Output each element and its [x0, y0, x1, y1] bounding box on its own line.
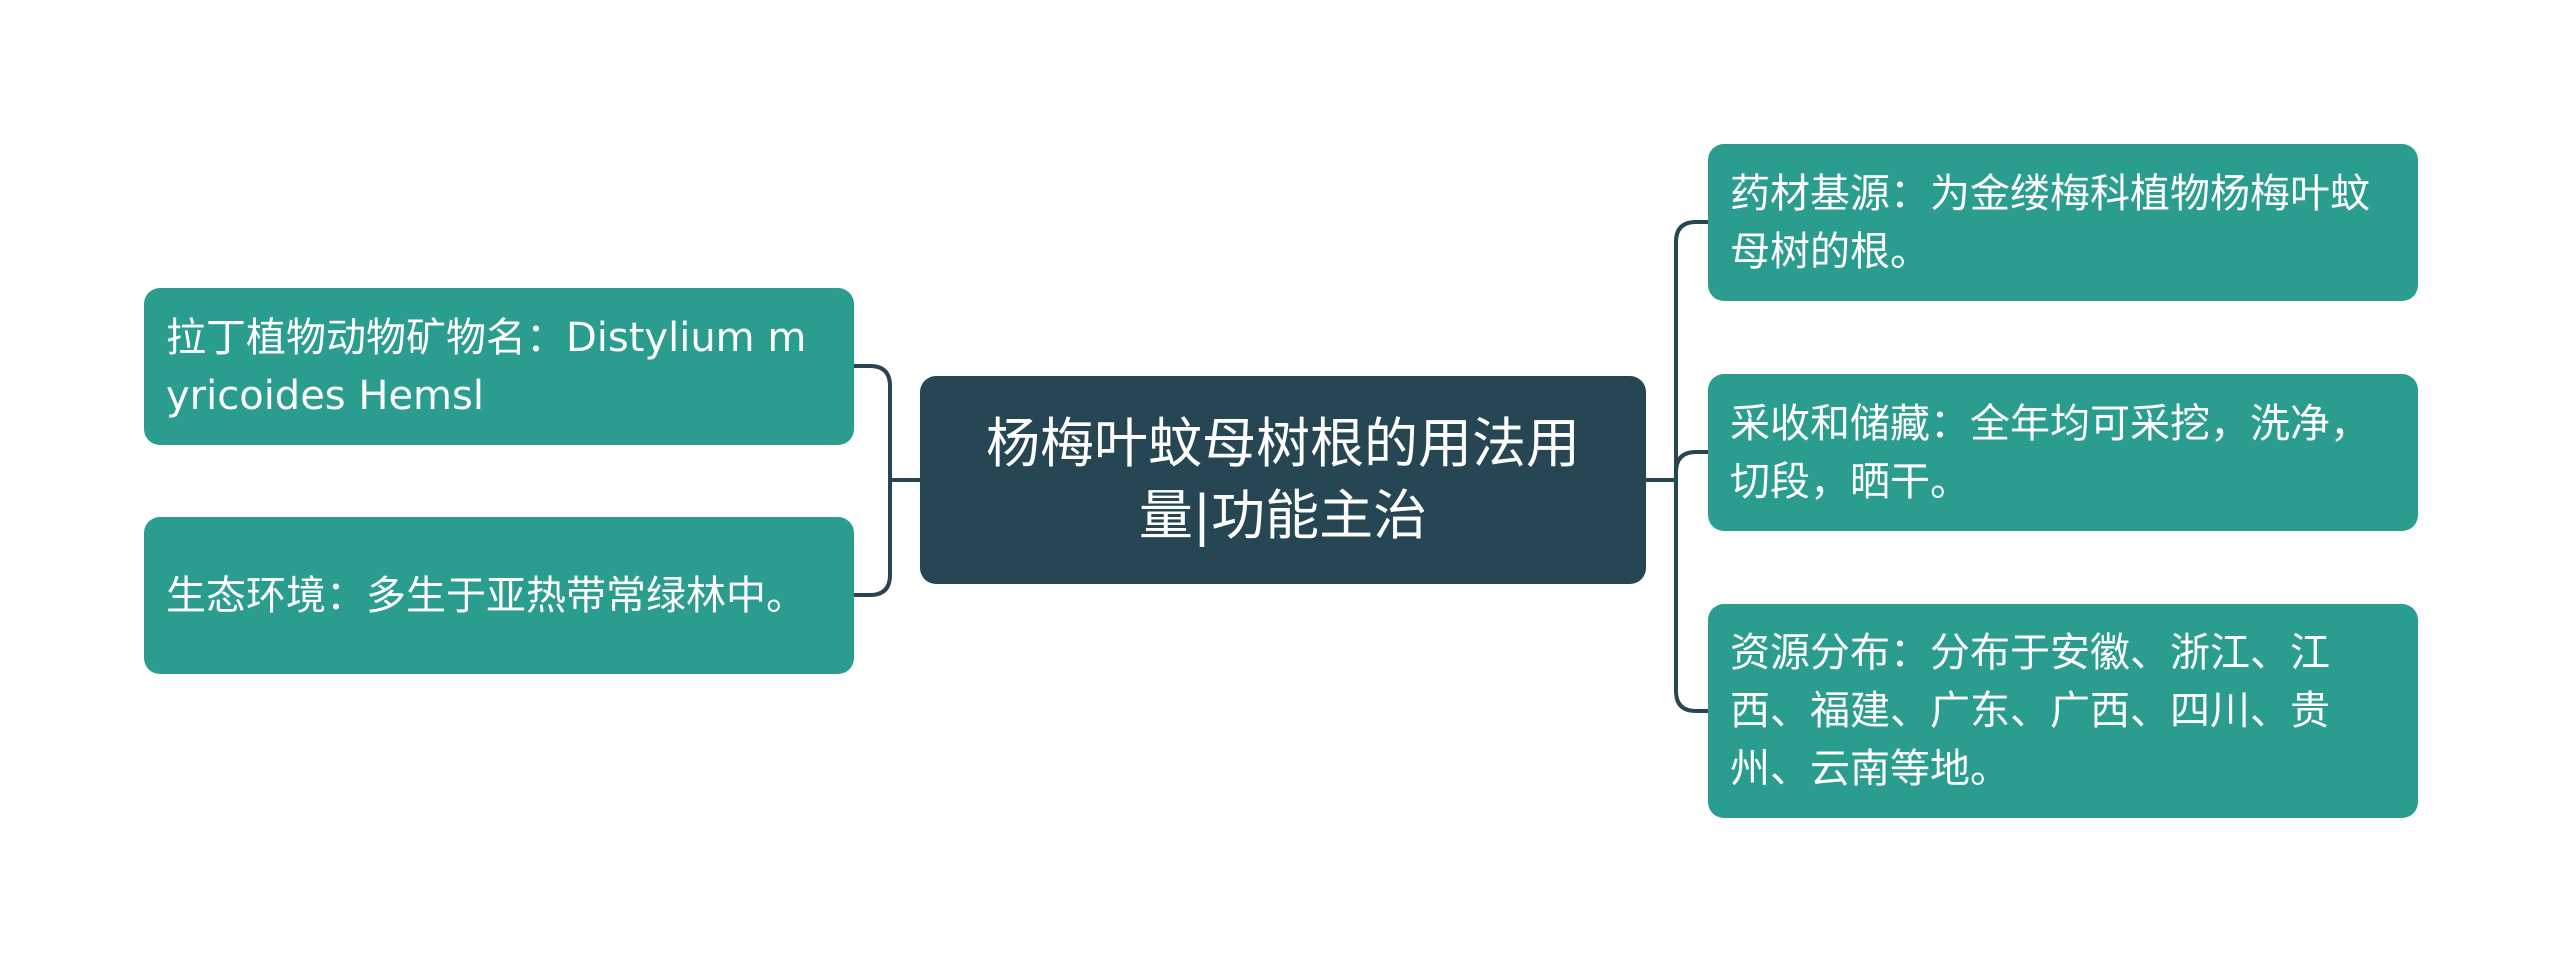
connector-right-branch-1	[1674, 220, 1710, 482]
connector-right-branch-3	[1674, 478, 1710, 713]
left-topic-habitat[interactable]: 生态环境：多生于亚热带常绿林中。	[144, 517, 854, 674]
connector-right-branch-2	[1674, 450, 1710, 482]
right-topic-harvest[interactable]: 采收和储藏：全年均可采挖，洗净，切段，晒干。	[1708, 374, 2418, 531]
right-topic-harvest-label: 采收和储藏：全年均可采挖，洗净，切段，晒干。	[1730, 400, 2370, 505]
left-topic-latin-name-label: 拉丁植物动物矿物名：Distylium myricoides Hemsl	[166, 314, 807, 419]
right-topic-source[interactable]: 药材基源：为金缕梅科植物杨梅叶蚊母树的根。	[1708, 144, 2418, 301]
root-topic-label: 杨梅叶蚊母树根的用法用量|功能主治	[986, 412, 1580, 547]
connector-left-branch-2	[852, 478, 892, 597]
left-topic-habitat-label: 生态环境：多生于亚热带常绿林中。	[166, 572, 806, 619]
right-topic-source-label: 药材基源：为金缕梅科植物杨梅叶蚊母树的根。	[1730, 170, 2370, 275]
root-topic-node[interactable]: 杨梅叶蚊母树根的用法用量|功能主治	[920, 376, 1646, 584]
right-topic-distribution-label: 资源分布：分布于安徽、浙江、江西、福建、广东、广西、四川、贵州、云南等地。	[1730, 630, 2330, 792]
connector-left-branch-1	[852, 364, 892, 482]
right-topic-distribution[interactable]: 资源分布：分布于安徽、浙江、江西、福建、广东、广西、四川、贵州、云南等地。	[1708, 604, 2418, 818]
left-topic-latin-name[interactable]: 拉丁植物动物矿物名：Distylium myricoides Hemsl	[144, 288, 854, 445]
